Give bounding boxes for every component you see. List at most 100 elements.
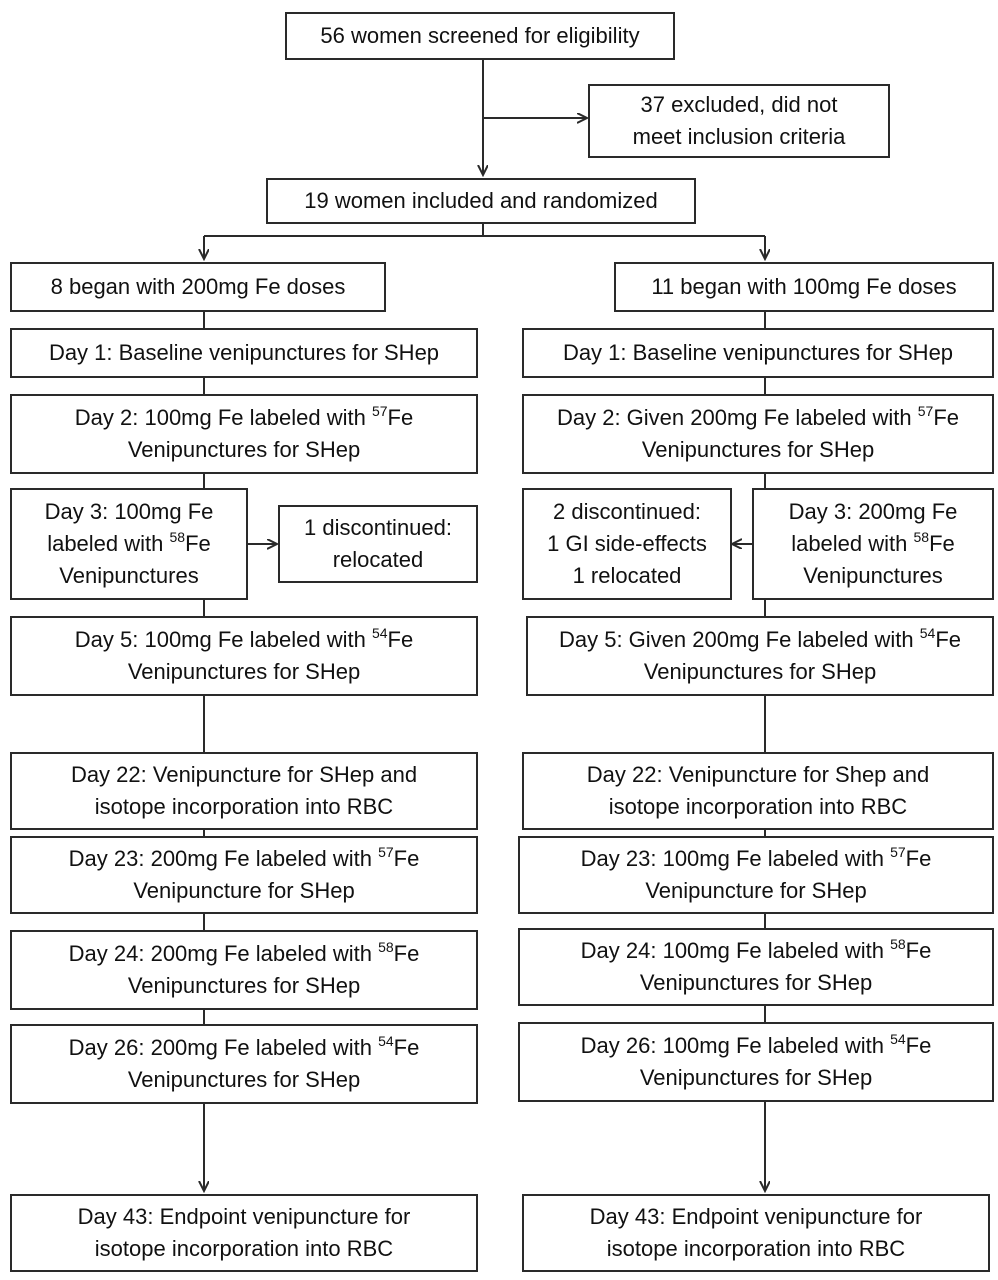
- left-day22-line1: Day 22: Venipuncture for SHep and: [70, 762, 418, 787]
- left-day5-line1: Day 5: 100mg Fe labeled with 54Fe: [75, 624, 413, 656]
- right-day2-line1: Day 2: Given 200mg Fe labeled with 57Fe: [557, 402, 959, 434]
- right-day5-box: Day 5: Given 200mg Fe labeled with 54Fe …: [526, 616, 994, 696]
- left-day24-box: Day 24: 200mg Fe labeled with 58Fe Venip…: [10, 930, 478, 1010]
- left-day26-line2: Venipunctures for SHep: [127, 1067, 361, 1092]
- right-day24-isotope: 58: [890, 936, 906, 952]
- right-day3-element: Fe: [929, 531, 955, 556]
- left-day26-line1: Day 26: 200mg Fe labeled with 54Fe: [69, 1032, 420, 1064]
- right-day24-element: Fe: [905, 938, 932, 963]
- left-day2-line1: Day 2: 100mg Fe labeled with 57Fe: [75, 402, 413, 434]
- left-day43-line1: Day 43: Endpoint venipuncture for: [77, 1204, 411, 1229]
- left-day3-pre: labeled with: [47, 531, 170, 556]
- right-day26-line1: Day 26: 100mg Fe labeled with 54Fe: [581, 1030, 932, 1062]
- right-day24-box: Day 24: 100mg Fe labeled with 58Fe Venip…: [518, 928, 994, 1006]
- right-day23-element: Fe: [905, 846, 932, 871]
- right-day26-line2: Venipunctures for SHep: [639, 1065, 873, 1090]
- left-day3-line3: Venipunctures: [59, 563, 199, 588]
- right-day5-line1: Day 5: Given 200mg Fe labeled with 54Fe: [559, 624, 961, 656]
- right-day23-line2: Venipuncture for SHep: [645, 878, 867, 903]
- right-day5-pre: Day 5: Given 200mg Fe labeled with: [558, 627, 920, 652]
- right-day23-pre: Day 23: 100mg Fe labeled with: [580, 846, 891, 871]
- right-day26-isotope: 54: [890, 1031, 906, 1047]
- right-day2-box: Day 2: Given 200mg Fe labeled with 57Fe …: [522, 394, 994, 474]
- left-day3-isotope: 58: [169, 529, 186, 545]
- right-day5-element: Fe: [935, 627, 961, 652]
- excluded-line2: meet inclusion criteria: [632, 124, 846, 149]
- left-day26-isotope: 54: [378, 1033, 394, 1049]
- right-day24-line2: Venipunctures for SHep: [639, 970, 873, 995]
- right-day26-pre: Day 26: 100mg Fe labeled with: [580, 1033, 891, 1058]
- right-day24-pre: Day 24: 100mg Fe labeled with: [580, 938, 891, 963]
- left-day2-element: Fe: [387, 405, 414, 430]
- right-day3-line2: labeled with 58Fe: [791, 528, 955, 560]
- left-day5-element: Fe: [387, 627, 414, 652]
- right-day22-line1: Day 22: Venipuncture for Shep and: [586, 762, 930, 787]
- screening-text: 56 women screened for eligibility: [320, 23, 640, 48]
- right-day23-line1: Day 23: 100mg Fe labeled with 57Fe: [581, 843, 932, 875]
- randomized-text: 19 women included and randomized: [304, 188, 658, 213]
- right-day2-element: Fe: [933, 405, 959, 430]
- right-day23-isotope: 57: [890, 844, 906, 860]
- left-day2-isotope: 57: [371, 403, 388, 419]
- right-day24-line1: Day 24: 100mg Fe labeled with 58Fe: [581, 935, 932, 967]
- left-discontinued-line1: 1 discontinued:: [304, 515, 452, 540]
- left-day23-box: Day 23: 200mg Fe labeled with 57Fe Venip…: [10, 836, 478, 914]
- left-day26-box: Day 26: 200mg Fe labeled with 54Fe Venip…: [10, 1024, 478, 1104]
- left-start-box: 8 began with 200mg Fe doses: [10, 262, 386, 312]
- right-discontinued-line1: 2 discontinued:: [553, 499, 701, 524]
- right-day3-line3: Venipunctures: [803, 563, 943, 588]
- left-day24-element: Fe: [393, 941, 420, 966]
- left-day3-element: Fe: [185, 531, 211, 556]
- left-day22-box: Day 22: Venipuncture for SHep and isotop…: [10, 752, 478, 830]
- right-day2-line2: Venipunctures for SHep: [641, 437, 875, 462]
- right-day23-box: Day 23: 100mg Fe labeled with 57Fe Venip…: [518, 836, 994, 914]
- left-day5-line2: Venipunctures for SHep: [127, 659, 361, 684]
- right-day26-element: Fe: [905, 1033, 932, 1058]
- left-day2-line2: Venipunctures for SHep: [127, 437, 361, 462]
- right-start-text: 11 began with 100mg Fe doses: [651, 274, 957, 299]
- left-day43-box: Day 43: Endpoint venipuncture for isotop…: [10, 1194, 478, 1272]
- left-day43-line2: isotope incorporation into RBC: [94, 1236, 394, 1261]
- left-day1-box: Day 1: Baseline venipunctures for SHep: [10, 328, 478, 378]
- left-day1-text: Day 1: Baseline venipunctures for SHep: [48, 340, 440, 365]
- screening-box: 56 women screened for eligibility: [285, 12, 675, 60]
- left-day23-line2: Venipuncture for SHep: [133, 878, 355, 903]
- right-day26-box: Day 26: 100mg Fe labeled with 54Fe Venip…: [518, 1022, 994, 1102]
- left-day23-line1: Day 23: 200mg Fe labeled with 57Fe: [69, 843, 420, 875]
- left-day5-box: Day 5: 100mg Fe labeled with 54Fe Venipu…: [10, 616, 478, 696]
- right-day3-pre: labeled with: [791, 531, 914, 556]
- right-day2-pre: Day 2: Given 200mg Fe labeled with: [556, 405, 918, 430]
- right-day1-box: Day 1: Baseline venipunctures for SHep: [522, 328, 994, 378]
- right-day1-text: Day 1: Baseline venipunctures for SHep: [562, 340, 954, 365]
- left-day5-pre: Day 5: 100mg Fe labeled with: [74, 627, 372, 652]
- left-day24-line2: Venipunctures for SHep: [127, 973, 361, 998]
- left-day26-pre: Day 26: 200mg Fe labeled with: [68, 1035, 379, 1060]
- excluded-line1: 37 excluded, did not: [640, 92, 838, 117]
- right-day43-line1: Day 43: Endpoint venipuncture for: [589, 1204, 923, 1229]
- left-day2-pre: Day 2: 100mg Fe labeled with: [74, 405, 372, 430]
- left-discontinued-line2: relocated: [332, 547, 424, 572]
- right-day22-line2: isotope incorporation into RBC: [608, 794, 908, 819]
- right-discontinued-line2: 1 GI side-effects: [547, 531, 707, 556]
- left-day24-line1: Day 24: 200mg Fe labeled with 58Fe: [69, 938, 420, 970]
- left-day23-pre: Day 23: 200mg Fe labeled with: [68, 846, 379, 871]
- left-start-text: 8 began with 200mg Fe doses: [50, 274, 346, 299]
- right-start-box: 11 began with 100mg Fe doses: [614, 262, 994, 312]
- right-day3-box: Day 3: 200mg Fe labeled with 58Fe Venipu…: [752, 488, 994, 600]
- left-day23-isotope: 57: [378, 844, 394, 860]
- left-day23-element: Fe: [393, 846, 420, 871]
- right-day43-line2: isotope incorporation into RBC: [606, 1236, 906, 1261]
- right-day5-isotope: 54: [919, 625, 936, 641]
- right-day43-box: Day 43: Endpoint venipuncture for isotop…: [522, 1194, 990, 1272]
- left-day22-line2: isotope incorporation into RBC: [94, 794, 394, 819]
- randomized-box: 19 women included and randomized: [266, 178, 696, 224]
- left-day5-isotope: 54: [371, 625, 388, 641]
- right-day22-box: Day 22: Venipuncture for Shep and isotop…: [522, 752, 994, 830]
- right-day2-isotope: 57: [917, 403, 934, 419]
- left-discontinued-box: 1 discontinued: relocated: [278, 505, 478, 583]
- right-discontinued-box: 2 discontinued: 1 GI side-effects 1 relo…: [522, 488, 732, 600]
- left-day3-box: Day 3: 100mg Fe labeled with 58Fe Venipu…: [10, 488, 248, 600]
- left-day24-isotope: 58: [378, 939, 394, 955]
- left-day24-pre: Day 24: 200mg Fe labeled with: [68, 941, 379, 966]
